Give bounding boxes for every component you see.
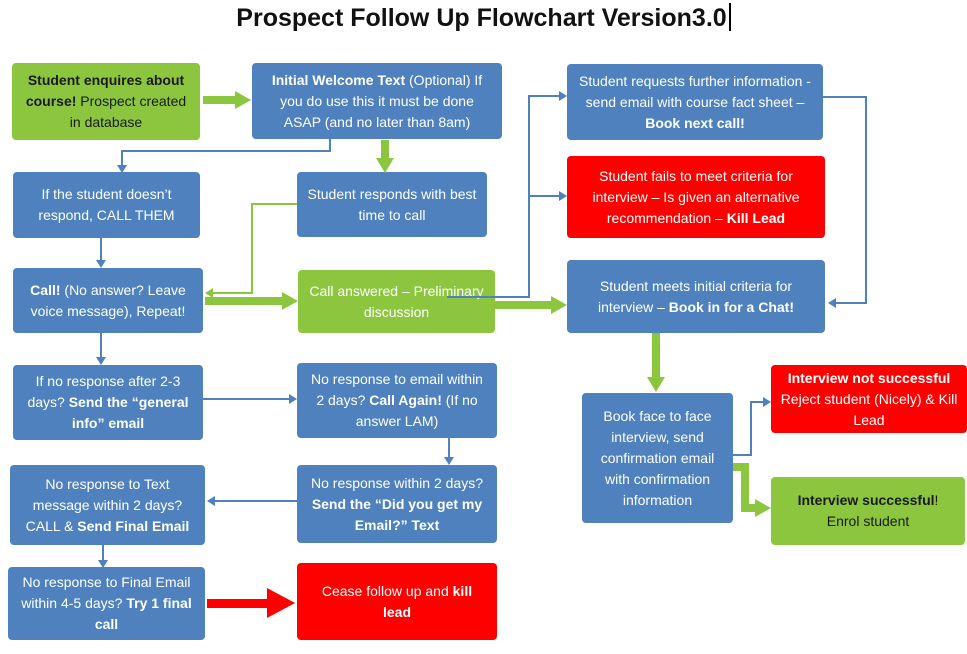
line-segment	[122, 150, 331, 152]
node-text: Call answered – Preliminary discussion	[309, 282, 484, 320]
arrowhead-left-icon	[828, 298, 836, 308]
node-student-meets-criteria[interactable]: Student meets initial criteria for inter…	[567, 260, 825, 333]
arrowhead-left-icon	[207, 496, 215, 506]
line-segment	[205, 297, 282, 305]
arrowhead-down-icon	[376, 158, 394, 173]
node-text: Interview not successful Reject student …	[780, 369, 958, 428]
arrowhead-down-icon	[96, 260, 106, 268]
line-segment	[203, 398, 289, 400]
node-student-fails-criteria[interactable]: Student fails to meet criteria for inter…	[567, 156, 825, 238]
line-segment	[121, 150, 123, 166]
node-text: Student fails to meet criteria for inter…	[592, 167, 800, 226]
node-interview-successful[interactable]: Interview successful! Enrol student	[771, 477, 965, 545]
line-segment	[381, 140, 389, 158]
node-text: No response to Final Email within 4-5 da…	[21, 574, 192, 632]
line-segment	[750, 402, 752, 456]
node-text: If no response after 2-3 days? Send the …	[27, 373, 189, 431]
node-text: Book face to face interview, send confir…	[600, 407, 715, 508]
node-text: No response to Text message within 2 day…	[25, 475, 190, 534]
arrowhead-right-icon	[289, 394, 297, 404]
arrowhead-right-icon	[763, 397, 771, 407]
line-segment	[528, 195, 559, 197]
node-text: Interview successful! Enrol student	[797, 492, 939, 529]
node-if-no-response-2-3-days[interactable]: If no response after 2-3 days? Send the …	[13, 365, 203, 440]
arrowhead-right-icon	[235, 91, 251, 109]
arrowhead-right-icon	[267, 588, 295, 618]
node-book-face-to-face[interactable]: Book face to face interview, send confir…	[582, 393, 733, 523]
node-no-response-2-days-did-you-get[interactable]: No response within 2 days? Send the “Did…	[297, 465, 497, 543]
node-student-enquires[interactable]: Student enquires about course! Prospect …	[12, 63, 200, 140]
node-text: Cease follow up and kill lead	[321, 582, 473, 620]
node-call[interactable]: Call! (No answer? Leave voice message), …	[13, 268, 203, 333]
node-no-response-email-call-again[interactable]: No response to email within 2 days? Call…	[297, 363, 497, 438]
line-segment	[652, 333, 660, 377]
node-initial-welcome-text[interactable]: Initial Welcome Text (Optional) If you d…	[252, 63, 502, 139]
node-text: Call! (No answer? Leave voice message), …	[30, 281, 186, 319]
line-segment	[251, 203, 297, 205]
line-segment	[207, 599, 267, 608]
line-segment	[741, 463, 749, 512]
text-cursor	[728, 3, 731, 31]
line-segment	[750, 401, 763, 403]
node-text: If the student doesn’t respond, CALL THE…	[38, 186, 175, 223]
node-text: Student meets initial criteria for inter…	[597, 277, 795, 315]
page-title[interactable]: Prospect Follow Up Flowchart Version3.0	[0, 3, 967, 33]
node-student-requests-info[interactable]: Student requests further information - s…	[567, 64, 823, 140]
line-segment	[823, 96, 867, 98]
arrowhead-down-icon	[444, 457, 454, 465]
node-text: No response within 2 days? Send the “Did…	[311, 474, 483, 533]
node-call-answered[interactable]: Call answered – Preliminary discussion	[298, 270, 495, 333]
line-segment	[865, 96, 867, 303]
line-segment	[213, 292, 253, 294]
line-segment	[733, 454, 752, 456]
line-segment	[447, 296, 530, 298]
arrowhead-down-icon	[117, 165, 127, 173]
node-text: No response to email within 2 days? Call…	[311, 371, 483, 429]
node-interview-not-successful[interactable]: Interview not successful Reject student …	[771, 365, 967, 433]
arrowhead-right-icon	[755, 499, 771, 517]
line-segment	[215, 500, 297, 502]
line-segment	[495, 301, 551, 309]
line-segment	[102, 545, 104, 560]
line-segment	[100, 333, 102, 357]
node-student-responds[interactable]: Student responds with best time to call	[297, 172, 487, 237]
arrowhead-down-icon	[96, 357, 106, 365]
line-segment	[741, 504, 757, 512]
node-no-response-final-email[interactable]: No response to Final Email within 4-5 da…	[8, 567, 205, 640]
node-if-student-doesnt-respond[interactable]: If the student doesn’t respond, CALL THE…	[13, 172, 200, 238]
node-text: Student responds with best time to call	[307, 185, 477, 223]
line-segment	[251, 203, 253, 293]
node-text: Student requests further information - s…	[579, 72, 811, 131]
line-segment	[528, 95, 559, 97]
arrowhead-right-icon	[282, 292, 298, 310]
arrowhead-right-icon	[551, 296, 567, 314]
node-text: Student enquires about course! Prospect …	[25, 72, 187, 130]
arrowhead-right-icon	[559, 191, 567, 201]
line-segment	[836, 302, 867, 304]
line-segment	[100, 238, 102, 260]
node-text: Initial Welcome Text (Optional) If you d…	[271, 71, 483, 130]
arrowhead-left-icon	[205, 288, 213, 298]
arrowhead-down-icon	[647, 377, 665, 392]
line-segment	[448, 438, 450, 457]
arrowhead-right-icon	[559, 91, 567, 101]
line-segment	[203, 96, 235, 104]
node-no-response-text-message[interactable]: No response to Text message within 2 day…	[10, 465, 205, 545]
arrowhead-down-icon	[98, 560, 108, 568]
line-segment	[329, 139, 331, 152]
page-title-text: Prospect Follow Up Flowchart Version3.0	[236, 4, 727, 32]
node-cease-follow-up[interactable]: Cease follow up and kill lead	[297, 563, 497, 640]
